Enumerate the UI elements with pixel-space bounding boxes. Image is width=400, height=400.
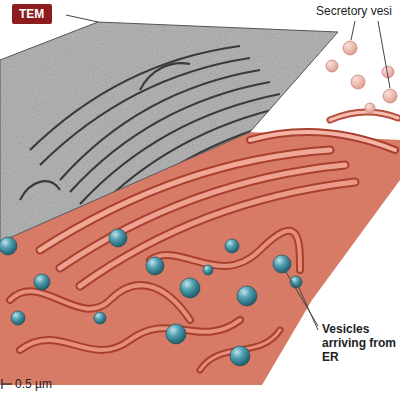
tem-leader: [66, 15, 98, 22]
tem-membranes: [20, 46, 300, 228]
part-label: Secretory vesi: [316, 4, 392, 18]
tag-text: TEM: [19, 7, 45, 21]
scale-label: 0.5 µm: [15, 377, 52, 391]
secretory-vesicles: [326, 41, 397, 113]
er-vesicle-leaders: [286, 272, 318, 330]
scale-bar: [2, 379, 12, 389]
secretory-leaders: [351, 21, 390, 88]
tem-tag: TEM: [12, 4, 52, 24]
tem-micrograph: [0, 22, 338, 242]
er-vesicles: [0, 229, 302, 366]
part-label: Vesicles arriving from ER: [322, 322, 398, 364]
tem-border: [0, 22, 338, 242]
